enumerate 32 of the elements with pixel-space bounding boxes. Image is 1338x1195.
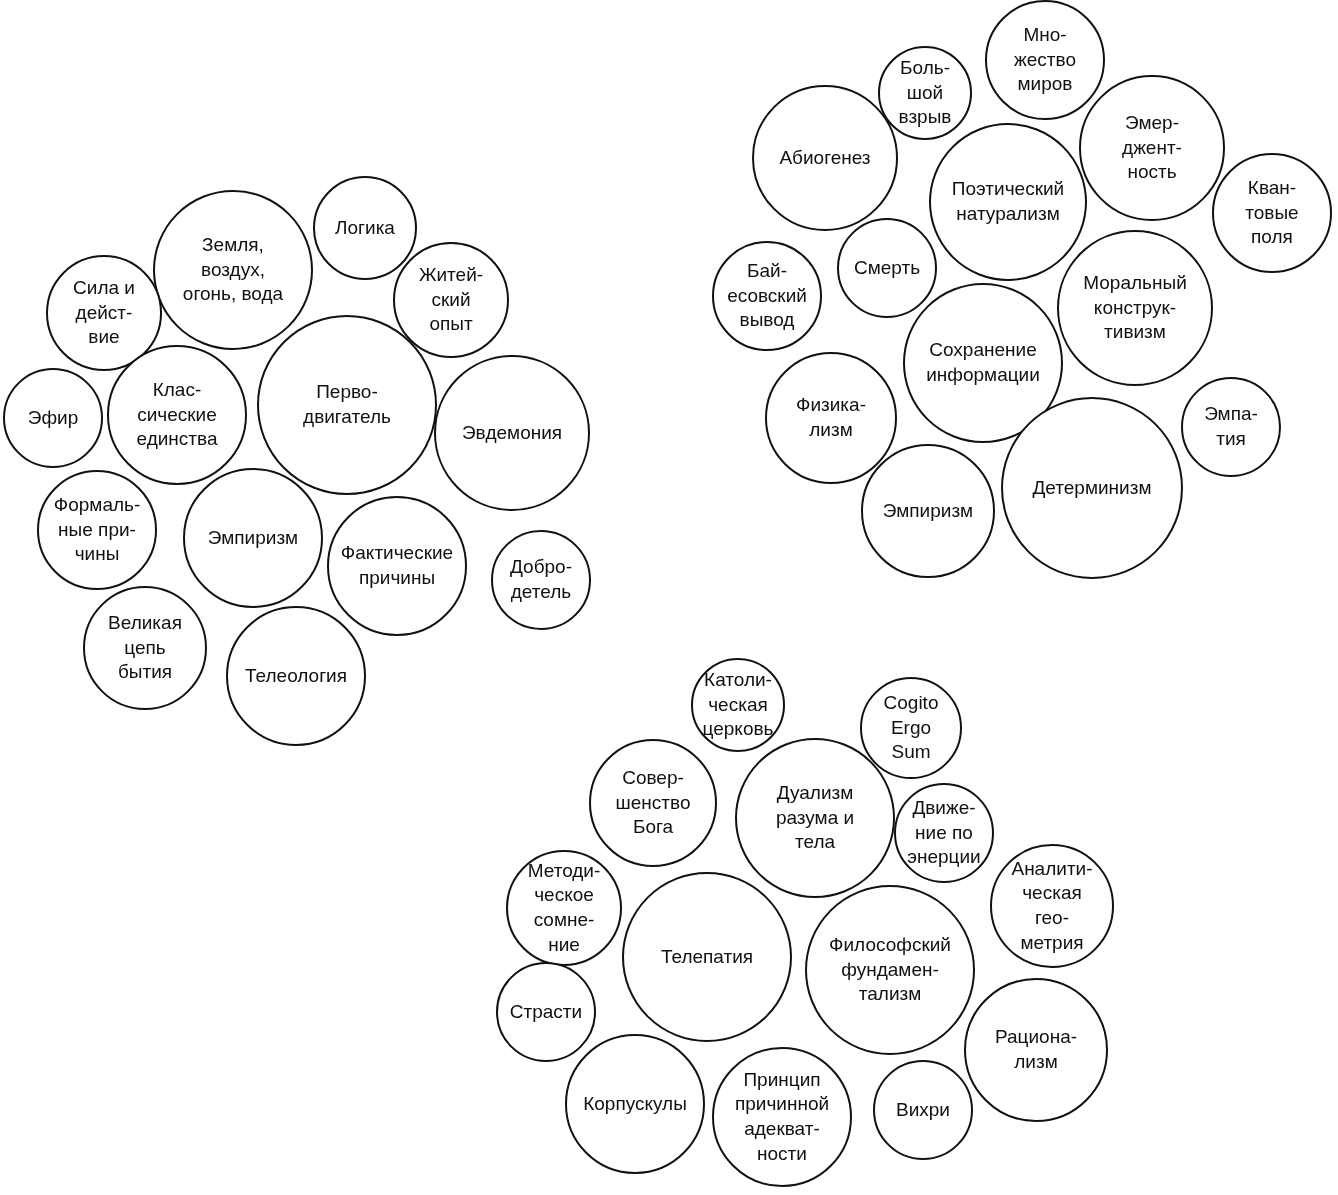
- concept-bubble: Эмпиризм: [183, 468, 323, 608]
- concept-bubble: Житей- ский опыт: [393, 242, 509, 358]
- concept-bubble: Великая цепь бытия: [83, 586, 207, 710]
- concept-bubble: Эмпа- тия: [1181, 377, 1281, 477]
- concept-bubble: Эфир: [3, 368, 103, 468]
- concept-bubble: Бай- есовский вывод: [712, 241, 822, 351]
- concept-bubble: Страсти: [496, 962, 596, 1062]
- concept-bubble: Совер- шенство Бога: [589, 739, 717, 867]
- concept-bubble: Формаль- ные при- чины: [37, 470, 157, 590]
- concept-bubble: Аналити- ческая гео- метрия: [990, 844, 1114, 968]
- concept-bubble: Эвдемония: [434, 355, 590, 511]
- concept-bubble: Философский фундамен- тализм: [805, 885, 975, 1055]
- concept-bubble: Телеология: [226, 606, 366, 746]
- concept-bubble: Методи- ческое сомне- ние: [506, 850, 622, 966]
- concept-bubble: Движе- ние по энерции: [894, 783, 994, 883]
- concept-bubble: Физика- лизм: [765, 352, 897, 484]
- concept-bubble: Сохранение информации: [903, 283, 1063, 443]
- concept-bubble: Мно- жество миров: [985, 0, 1105, 120]
- concept-bubble: Абиогенез: [752, 85, 898, 231]
- concept-bubble: Вихри: [873, 1060, 973, 1160]
- concept-bubble: Добро- детель: [491, 530, 591, 630]
- concept-bubble: Фактические причины: [327, 496, 467, 636]
- concept-bubble: Телепатия: [622, 872, 792, 1042]
- concept-bubble: Смерть: [837, 218, 937, 318]
- concept-bubble: Логика: [313, 176, 417, 280]
- concept-bubble: Cogito Ergo Sum: [860, 677, 962, 779]
- concept-bubble: Детерминизм: [1001, 397, 1183, 579]
- concept-bubble: Принцип причинной адекват- ности: [712, 1047, 852, 1187]
- concept-bubble: Корпускулы: [565, 1034, 705, 1174]
- concept-bubble: Эмпиризм: [861, 444, 995, 578]
- concept-bubble: Кван- товые поля: [1212, 153, 1332, 273]
- concept-bubble: Рациона- лизм: [964, 978, 1108, 1122]
